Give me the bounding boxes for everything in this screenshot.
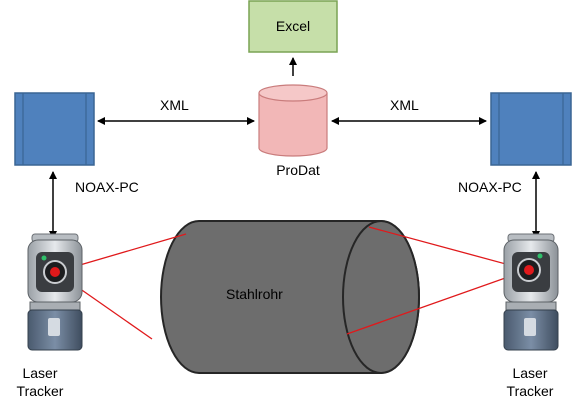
noax-pc-right-label: NOAX-PC [458, 179, 522, 195]
laser-tracker-right-label-text: Laser Tracker [506, 365, 554, 399]
prodat-database-icon [258, 84, 328, 157]
laser-tracker-right-icon [503, 233, 559, 351]
laser-tracker-right-label: Laser Tracker [495, 364, 565, 400]
laser-tracker-left-label-text: Laser Tracker [16, 365, 64, 399]
xml-right-label: XML [390, 97, 419, 113]
noax-pc-right-icon [490, 92, 572, 166]
noax-pc-left-label: NOAX-PC [75, 179, 139, 195]
xml-left-label: XML [160, 97, 189, 113]
noax-pc-left-icon [14, 92, 95, 166]
stahlrohr-pipe-icon [160, 220, 420, 374]
prodat-label: ProDat [276, 162, 320, 178]
stahlrohr-label: Stahlrohr [226, 286, 283, 302]
excel-label: Excel [275, 18, 311, 34]
excel-box [248, 0, 338, 53]
laser-tracker-left-label: Laser Tracker [10, 364, 70, 400]
laser-tracker-left-icon [27, 233, 83, 351]
